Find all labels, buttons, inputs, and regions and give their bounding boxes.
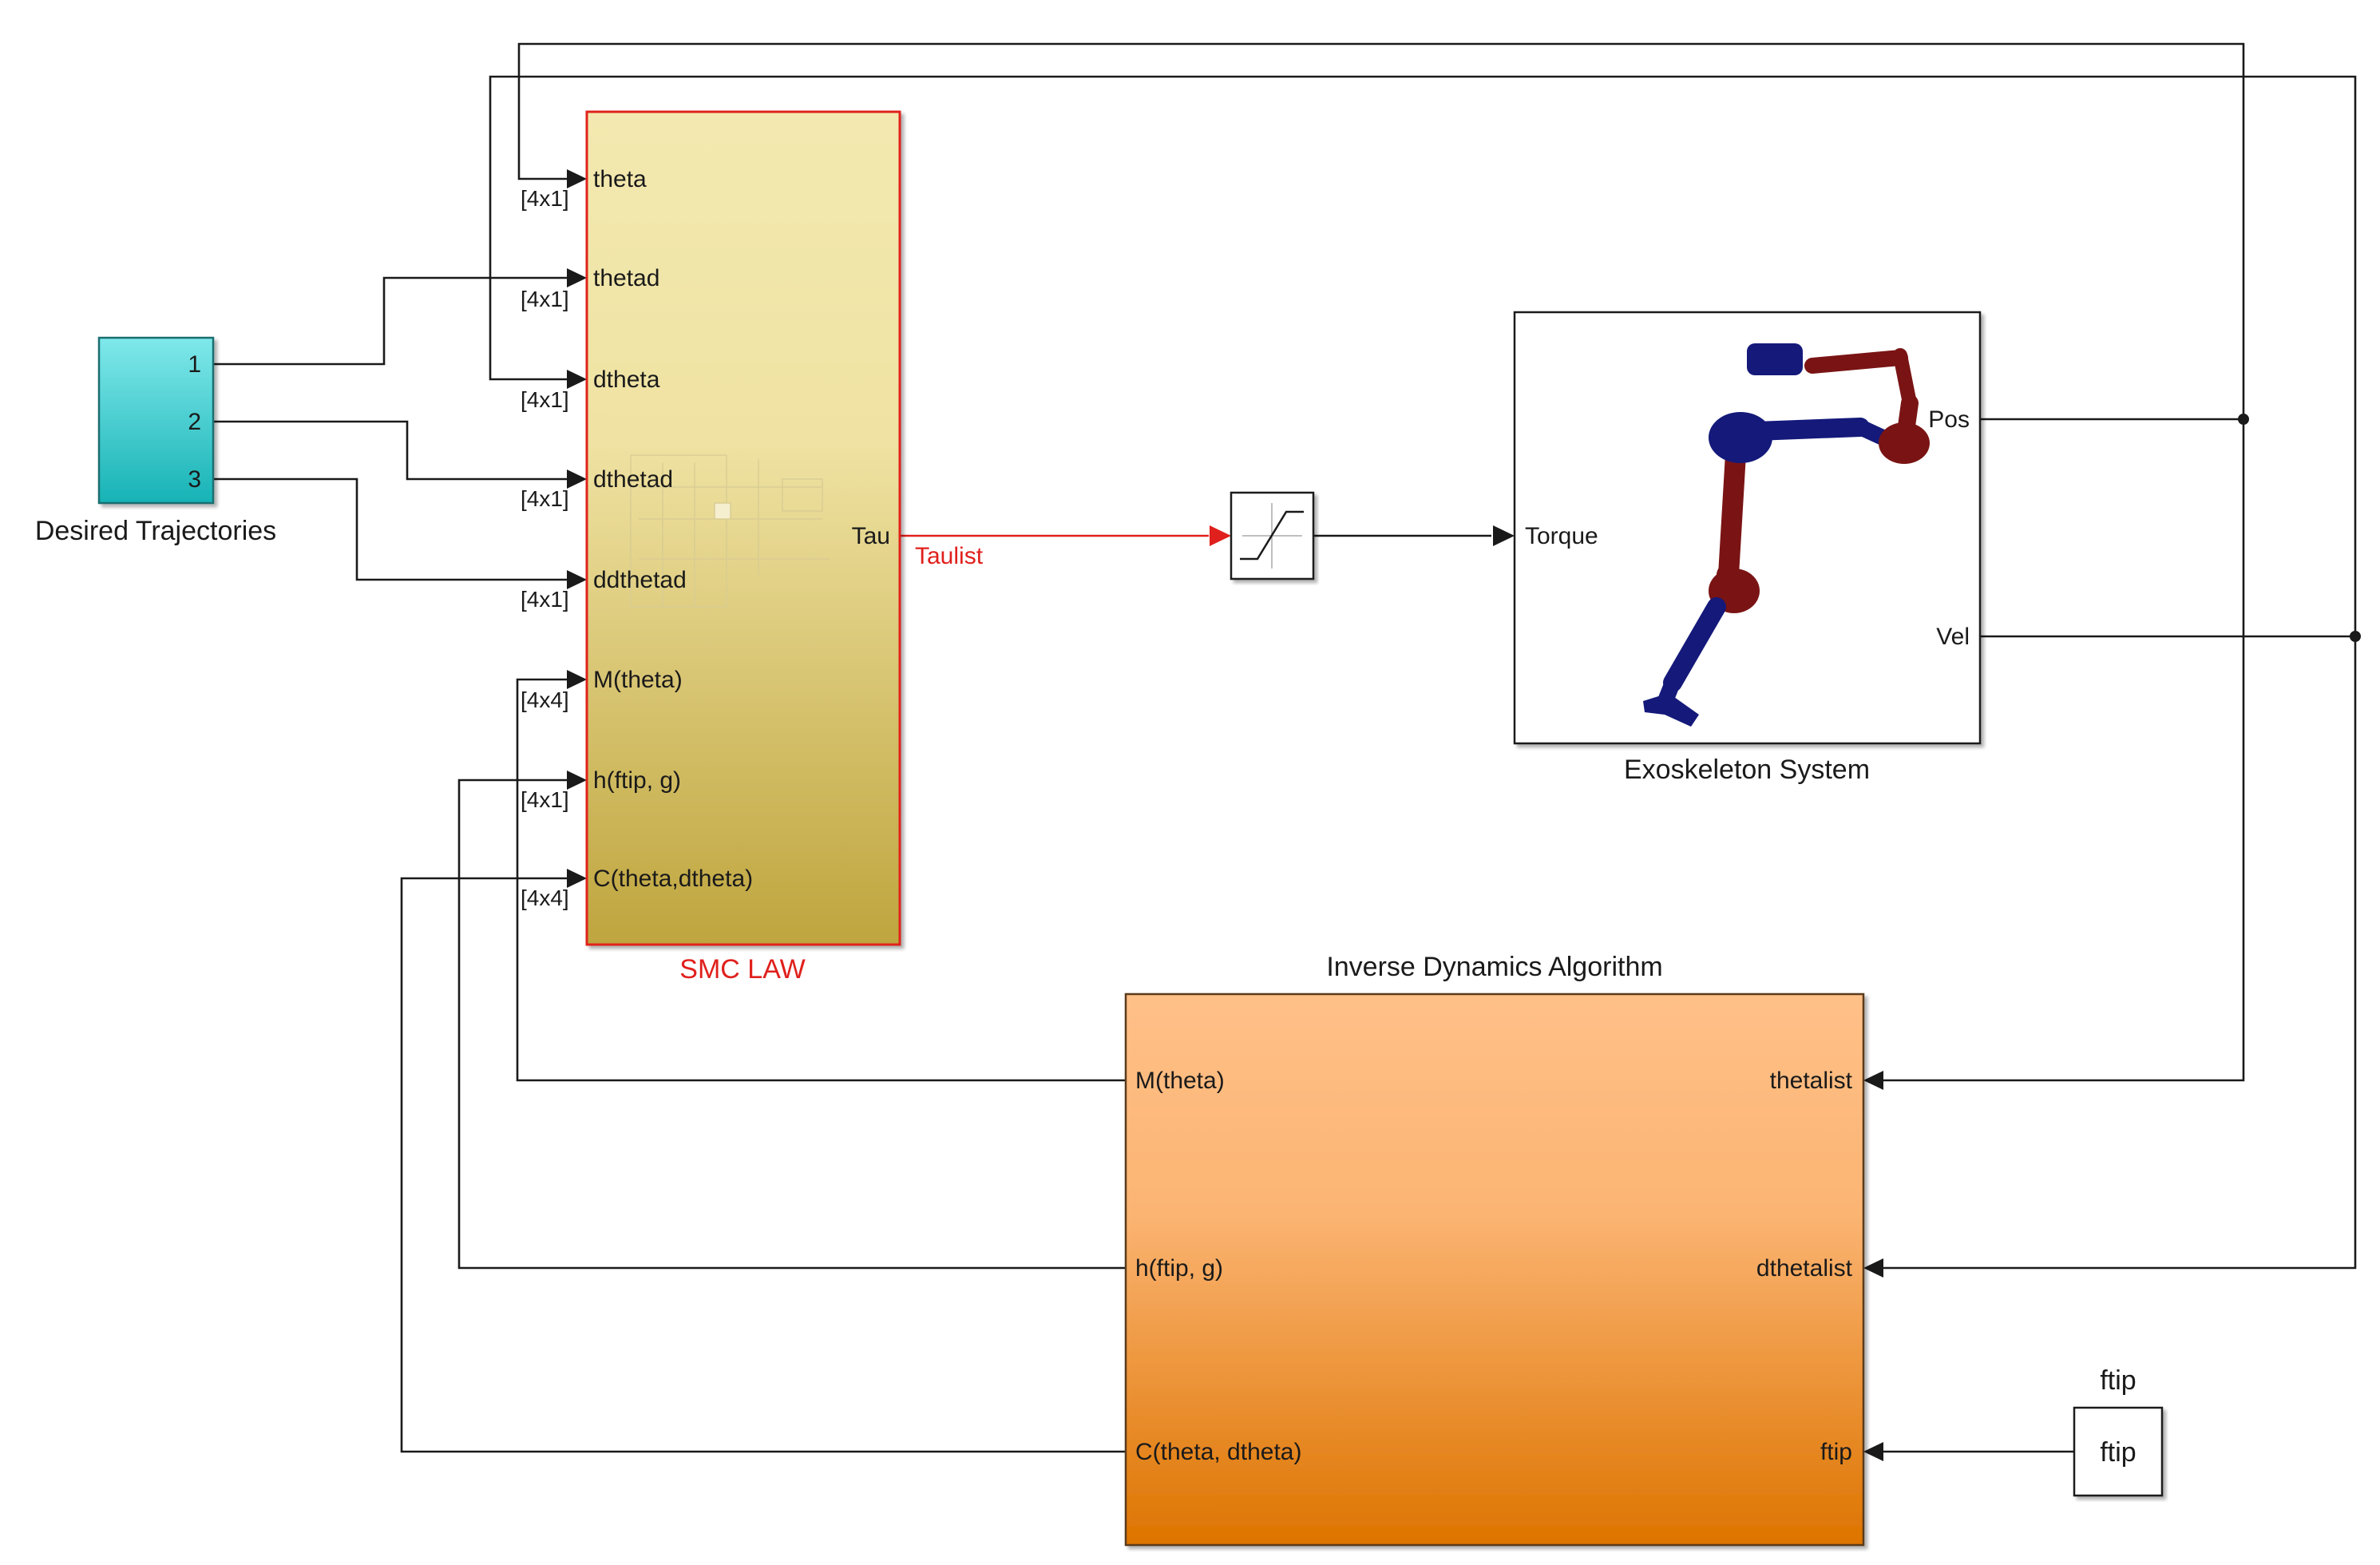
arrow-dthetad xyxy=(567,470,587,489)
inverse-title: Inverse Dynamics Algorithm xyxy=(1326,952,1662,982)
ftip-label: ftip xyxy=(2100,1437,2136,1468)
trajectories-block[interactable]: 1 2 3 xyxy=(97,336,215,505)
wire-traj3-to-ddthetad[interactable] xyxy=(213,477,576,581)
arrow-taulist xyxy=(1210,525,1231,546)
wire-pos-to-thetalist[interactable] xyxy=(1876,419,2245,1082)
dim-dtheta: [4x1] xyxy=(521,387,569,412)
dim-C: [4x4] xyxy=(521,886,569,910)
arrow-h xyxy=(567,771,587,790)
arrow-ddthetad xyxy=(567,570,587,589)
robot-arm-icon xyxy=(1643,343,1930,727)
branch-point-vel xyxy=(2350,631,2361,642)
exo-out-pos: Pos xyxy=(1928,406,1970,433)
wire-h-to-smc[interactable] xyxy=(457,779,1126,1270)
smc-in-h: h(ftip, g) xyxy=(593,767,681,794)
dim-M: [4x4] xyxy=(521,687,569,712)
exo-title: Exoskeleton System xyxy=(1624,755,1870,785)
arrow-ftip xyxy=(1863,1442,1883,1461)
arrow-thetad xyxy=(567,268,587,287)
traj-port-2: 2 xyxy=(188,409,201,435)
arrow-dtheta xyxy=(567,370,587,389)
smc-title: SMC LAW xyxy=(679,954,805,985)
smc-in-C: C(theta,dtheta) xyxy=(593,866,753,892)
inv-in-thetalist: thetalist xyxy=(1770,1068,1853,1094)
arrow-C xyxy=(567,869,587,888)
dim-dthetad: [4x1] xyxy=(521,486,569,511)
dim-thetad: [4x1] xyxy=(521,287,569,311)
inv-out-C: C(theta, dtheta) xyxy=(1135,1439,1301,1465)
branch-point-pos xyxy=(2238,414,2249,425)
dim-theta: [4x1] xyxy=(521,186,569,211)
smc-in-dthetad: dthetad xyxy=(593,466,673,493)
traj-title: Desired Trajectories xyxy=(35,516,276,546)
arrow-M xyxy=(567,670,587,689)
wire-C-to-smc[interactable] xyxy=(400,877,1126,1453)
ftip-title: ftip xyxy=(2100,1365,2136,1396)
dim-ddthetad: [4x1] xyxy=(521,587,569,612)
inv-out-M: M(theta) xyxy=(1135,1068,1225,1094)
smc-in-ddthetad: ddthetad xyxy=(593,567,687,593)
inv-in-dthetalist: dthetalist xyxy=(1756,1255,1853,1282)
wire-pos-to-theta[interactable] xyxy=(517,42,2245,421)
arrowheads xyxy=(567,169,1883,1461)
wire-traj1-to-thetad[interactable] xyxy=(213,276,576,366)
traj-port-1: 1 xyxy=(188,351,201,378)
wire-M-to-smc[interactable] xyxy=(516,678,1126,1082)
wire-vel-to-dtheta[interactable] xyxy=(489,75,2357,638)
arrow-thetalist xyxy=(1863,1071,1883,1090)
arrow-theta xyxy=(567,169,587,188)
dimension-labels: [4x1] [4x1] [4x1] [4x1] [4x1] [4x4] [4x1… xyxy=(521,186,569,910)
exo-block[interactable]: Torque Pos Vel xyxy=(1513,311,1982,745)
inv-out-h: h(ftip, g) xyxy=(1135,1255,1223,1282)
saturation-icon xyxy=(1240,503,1304,569)
inv-in-ftip: ftip xyxy=(1820,1439,1852,1465)
smc-in-M: M(theta) xyxy=(593,667,683,693)
arrow-torque xyxy=(1493,525,1515,546)
wires xyxy=(213,42,2357,1453)
arrow-dthetalist xyxy=(1863,1258,1883,1278)
smc-out-tau: Tau xyxy=(852,523,890,549)
dim-h: [4x1] xyxy=(521,787,569,812)
saturation-block[interactable] xyxy=(1230,491,1315,580)
smc-in-dtheta: dtheta xyxy=(593,366,660,393)
wire-vel-to-dthetalist[interactable] xyxy=(1876,636,2357,1270)
exo-out-vel: Vel xyxy=(1936,624,1970,650)
smc-block[interactable]: theta thetad dtheta dthetad ddthetad M(t… xyxy=(585,110,901,946)
wire-traj2-to-dthetad[interactable] xyxy=(213,420,576,481)
inverse-dynamics-block[interactable]: M(theta) h(ftip, g) C(theta, dtheta) the… xyxy=(1124,992,1865,1547)
smc-in-thetad: thetad xyxy=(593,265,659,291)
ftip-block[interactable]: ftip xyxy=(2073,1406,2164,1497)
smc-preview-icon xyxy=(630,454,830,608)
exo-in-torque: Torque xyxy=(1525,523,1598,549)
taulist-label: Taulist xyxy=(915,543,984,569)
smc-in-theta: theta xyxy=(593,166,647,192)
traj-port-3: 3 xyxy=(188,466,201,493)
